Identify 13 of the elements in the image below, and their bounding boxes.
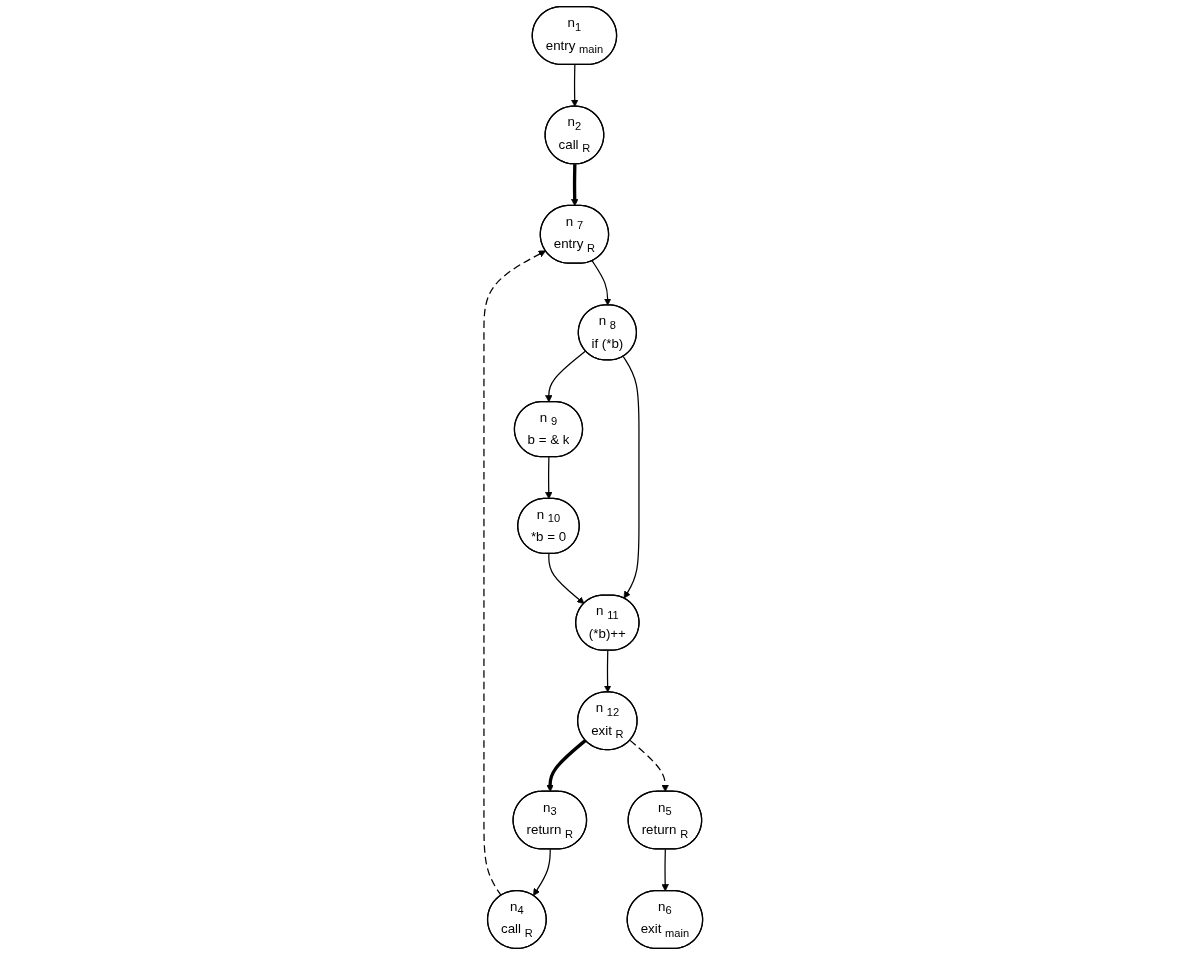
arrow <box>591 260 612 306</box>
arrow <box>604 649 612 693</box>
arrow <box>545 350 587 403</box>
arrow <box>545 456 553 500</box>
arrow <box>629 739 670 792</box>
arrow <box>622 355 640 599</box>
arrow <box>661 848 670 892</box>
arrow <box>533 848 552 896</box>
arrow <box>548 553 585 604</box>
arrow <box>483 250 547 897</box>
arrow <box>546 739 587 792</box>
arrow <box>571 164 579 207</box>
arrow <box>571 64 579 107</box>
